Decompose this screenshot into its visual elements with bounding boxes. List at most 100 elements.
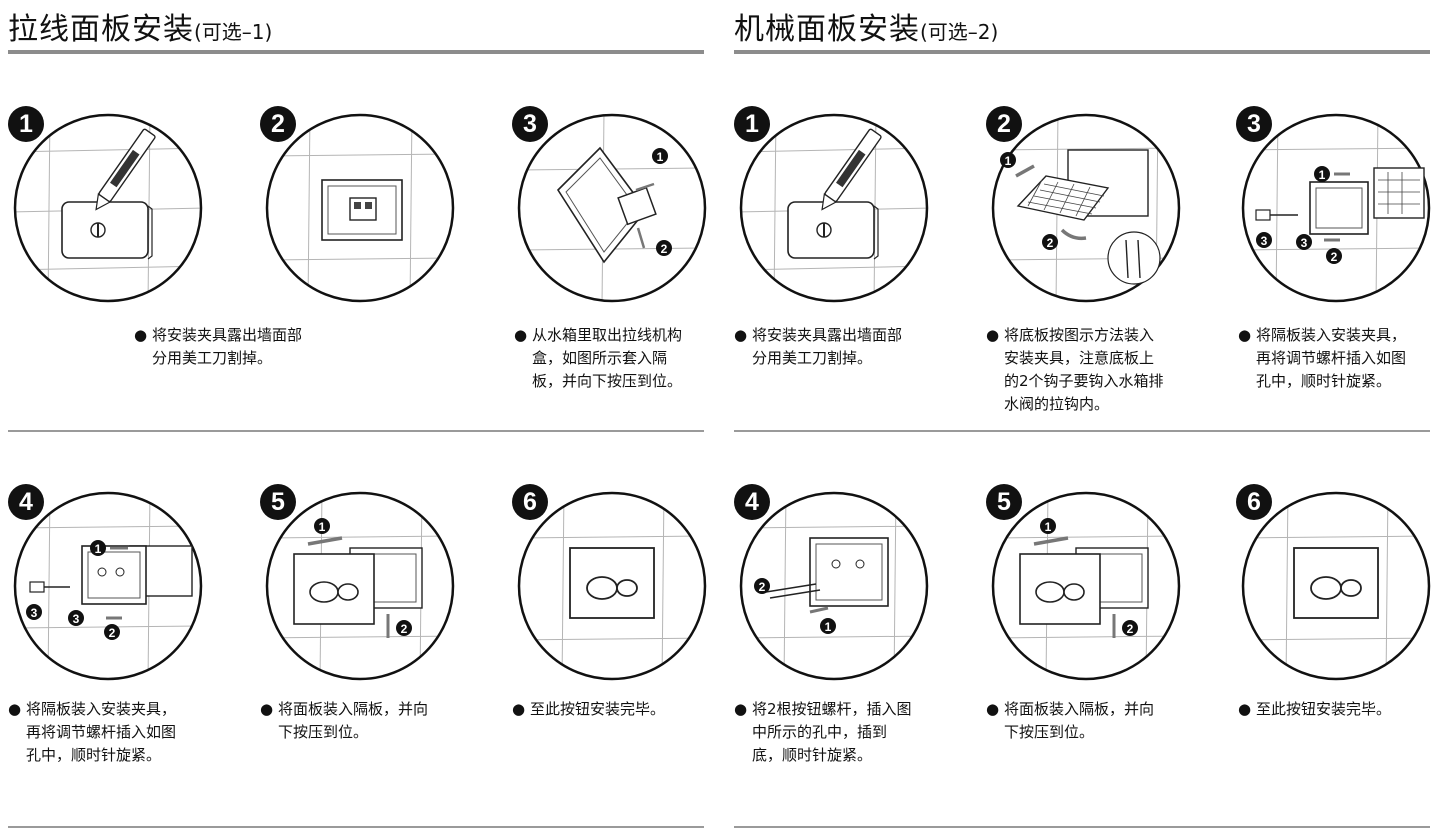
section-pull-wire-panel: 拉线面板安装(可选–1) 1: [8, 0, 707, 838]
partition-screw-install-icon: 1 2 3 3: [13, 491, 203, 681]
step-5: 1 2 5: [986, 484, 1184, 684]
finished-button-panel-icon: [517, 491, 707, 681]
callout-number: 1: [319, 520, 326, 534]
bullet: ●: [260, 700, 274, 718]
cutter-knife-cut-clip-icon: [739, 113, 929, 303]
caption-step-5: ● 将面板装入隔板，并向下按压到位。: [986, 698, 1164, 744]
step-5: 1 2 5: [260, 484, 458, 684]
title-divider: [734, 50, 1430, 54]
section-title-main: 拉线面板安装: [8, 12, 194, 47]
callout-number: 2: [1127, 622, 1134, 636]
callout-number: 2: [401, 622, 408, 636]
callout-number: 1: [657, 150, 664, 164]
bullet: ●: [514, 326, 528, 344]
callout-number: 1: [1005, 154, 1012, 168]
callout-number: 2: [1047, 236, 1054, 250]
caption-step-6: ● 至此按钮安装完毕。: [1238, 698, 1416, 721]
step-number-badge: 4: [734, 484, 770, 520]
section-title-main: 机械面板安装: [734, 12, 920, 47]
wall-frame-box-icon: [265, 113, 455, 303]
callout-number: 3: [73, 612, 80, 626]
step-2: 2: [260, 106, 458, 306]
insert-cable-box-icon: 1 2: [517, 113, 707, 303]
step-number-badge: 3: [512, 106, 548, 142]
callout-number: 3: [31, 606, 38, 620]
caption-text: 将安装夹具露出墙面部分用美工刀割掉。: [152, 326, 303, 367]
step-3: 1 2 3 3 3: [1236, 106, 1434, 306]
caption-text: 将面板装入隔板，并向下按压到位。: [1004, 700, 1155, 741]
caption-text: 至此按钮安装完毕。: [530, 700, 666, 718]
caption-step-6: ● 至此按钮安装完毕。: [512, 698, 690, 721]
panel-push-in-icon: 1 2: [265, 491, 455, 681]
section-title: 机械面板安装(可选–2): [734, 4, 998, 48]
caption-text: 将隔板装入安装夹具，再将调节螺杆插入如图孔中，顺时针旋紧。: [26, 700, 177, 764]
step-number-badge: 6: [1236, 484, 1272, 520]
callout-number: 1: [1045, 520, 1052, 534]
bullet: ●: [734, 326, 748, 344]
bullet: ●: [512, 700, 526, 718]
step-3: 1 2 3: [512, 106, 710, 306]
row-divider: [734, 826, 1430, 828]
step-number-badge: 2: [986, 106, 1022, 142]
step-1: 1: [8, 106, 206, 306]
section-mechanical-panel: 机械面板安装(可选–2) 1: [734, 0, 1431, 838]
step-4: 2 1 4: [734, 484, 932, 684]
row-divider: [734, 430, 1430, 432]
caption-text: 将安装夹具露出墙面部分用美工刀割掉。: [752, 326, 903, 367]
caption-text: 将2根按钮螺杆，插入图中所示的孔中，插到底，顺时针旋紧。: [752, 700, 912, 764]
bullet: ●: [986, 326, 1000, 344]
callout-number: 2: [661, 242, 668, 256]
bullet: ●: [8, 700, 22, 718]
step-number-badge: 6: [512, 484, 548, 520]
row-divider: [8, 826, 704, 828]
callout-number: 2: [759, 580, 766, 594]
row-divider: [8, 430, 704, 432]
section-title: 拉线面板安装(可选–1): [8, 4, 272, 48]
bullet: ●: [134, 326, 148, 344]
finished-button-panel-icon: [1241, 491, 1431, 681]
partition-screw-install-icon: 1 2 3 3: [1241, 113, 1431, 303]
callout-number: 3: [1261, 234, 1268, 248]
step-number-badge: 1: [734, 106, 770, 142]
caption-step-1: ● 将安装夹具露出墙面部分用美工刀割掉。: [734, 324, 912, 370]
callout-number: 1: [95, 542, 102, 556]
step-1: 1: [734, 106, 932, 306]
caption-step-3: ● 将隔板装入安装夹具，再将调节螺杆插入如图孔中，顺时针旋紧。: [1238, 324, 1416, 393]
bullet: ●: [1238, 326, 1252, 344]
section-title-sub: (可选–2): [920, 20, 999, 44]
caption-text: 至此按钮安装完毕。: [1256, 700, 1392, 718]
callout-number: 2: [109, 626, 116, 640]
caption-step-4: ● 将隔板装入安装夹具，再将调节螺杆插入如图孔中，顺时针旋紧。: [8, 698, 186, 767]
caption-text: 将隔板装入安装夹具，再将调节螺杆插入如图孔中，顺时针旋紧。: [1256, 326, 1407, 390]
callout-number: 2: [1331, 250, 1338, 264]
caption-step-5: ● 将面板装入隔板，并向下按压到位。: [260, 698, 438, 744]
step-number-badge: 4: [8, 484, 44, 520]
bullet: ●: [986, 700, 1000, 718]
button-screw-insert-icon: 2 1: [739, 491, 929, 681]
caption-step-3: ● 从水箱里取出拉线机构盒，如图所示套入隔板，并向下按压到位。: [514, 324, 692, 393]
callout-number: 3: [1301, 236, 1308, 250]
caption-step-4: ● 将2根按钮螺杆，插入图中所示的孔中，插到底，顺时针旋紧。: [734, 698, 912, 767]
panel-push-in-icon: 1 2: [991, 491, 1181, 681]
title-divider: [8, 50, 704, 54]
base-plate-hook-install-icon: 1 2: [991, 113, 1181, 303]
bullet: ●: [734, 700, 748, 718]
step-6: 6: [512, 484, 710, 684]
callout-number: 1: [1319, 168, 1326, 182]
step-number-badge: 1: [8, 106, 44, 142]
step-number-badge: 5: [986, 484, 1022, 520]
caption-text: 从水箱里取出拉线机构盒，如图所示套入隔板，并向下按压到位。: [532, 326, 683, 390]
cutter-knife-cut-clip-icon: [13, 113, 203, 303]
step-number-badge: 5: [260, 484, 296, 520]
caption-step-1: ● 将安装夹具露出墙面部分用美工刀割掉。: [134, 324, 312, 370]
step-2: 1 2 2: [986, 106, 1184, 306]
callout-number: 1: [825, 620, 832, 634]
step-number-badge: 3: [1236, 106, 1272, 142]
section-title-sub: (可选–1): [194, 20, 273, 44]
caption-text: 将底板按图示方法装入安装夹具，注意底板上的2个钩子要钩入水箱排水阀的拉钩内。: [1004, 326, 1164, 413]
caption-step-2: ● 将底板按图示方法装入安装夹具，注意底板上的2个钩子要钩入水箱排水阀的拉钩内。: [986, 324, 1164, 416]
step-6: 6: [1236, 484, 1434, 684]
step-number-badge: 2: [260, 106, 296, 142]
bullet: ●: [1238, 700, 1252, 718]
caption-text: 将面板装入隔板，并向下按压到位。: [278, 700, 429, 741]
